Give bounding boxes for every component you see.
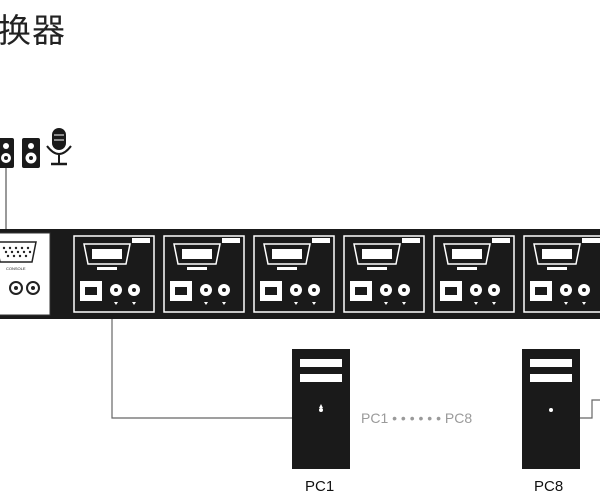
microphone-icon: [46, 128, 72, 166]
port-module-4: [340, 233, 428, 315]
console-audio-jacks: [9, 281, 40, 295]
console-vga-port: CONSOLE: [0, 241, 37, 271]
pc8-cable: [578, 399, 600, 419]
port-module-5: [430, 233, 518, 315]
kvm-switch: CONSOLE: [0, 229, 600, 319]
pc1-tower-icon: [292, 349, 350, 469]
port-module-3: [250, 233, 338, 315]
svg-text:CONSOLE: CONSOLE: [6, 266, 26, 271]
pc1-cable: [111, 319, 292, 419]
pc1-label: PC1: [305, 478, 335, 495]
port-module-6: [520, 233, 600, 315]
pc-range-label: PC1 • • • • • • PC8: [359, 410, 475, 426]
speaker-right-icon: [22, 138, 40, 168]
port-module-2: [160, 233, 248, 315]
port-module-1: [70, 233, 158, 315]
diagram-title: 换器: [0, 11, 66, 50]
speaker-left-icon: [0, 138, 14, 168]
pc8-tower-icon: [522, 349, 580, 469]
pc8-label: PC8: [534, 478, 564, 495]
